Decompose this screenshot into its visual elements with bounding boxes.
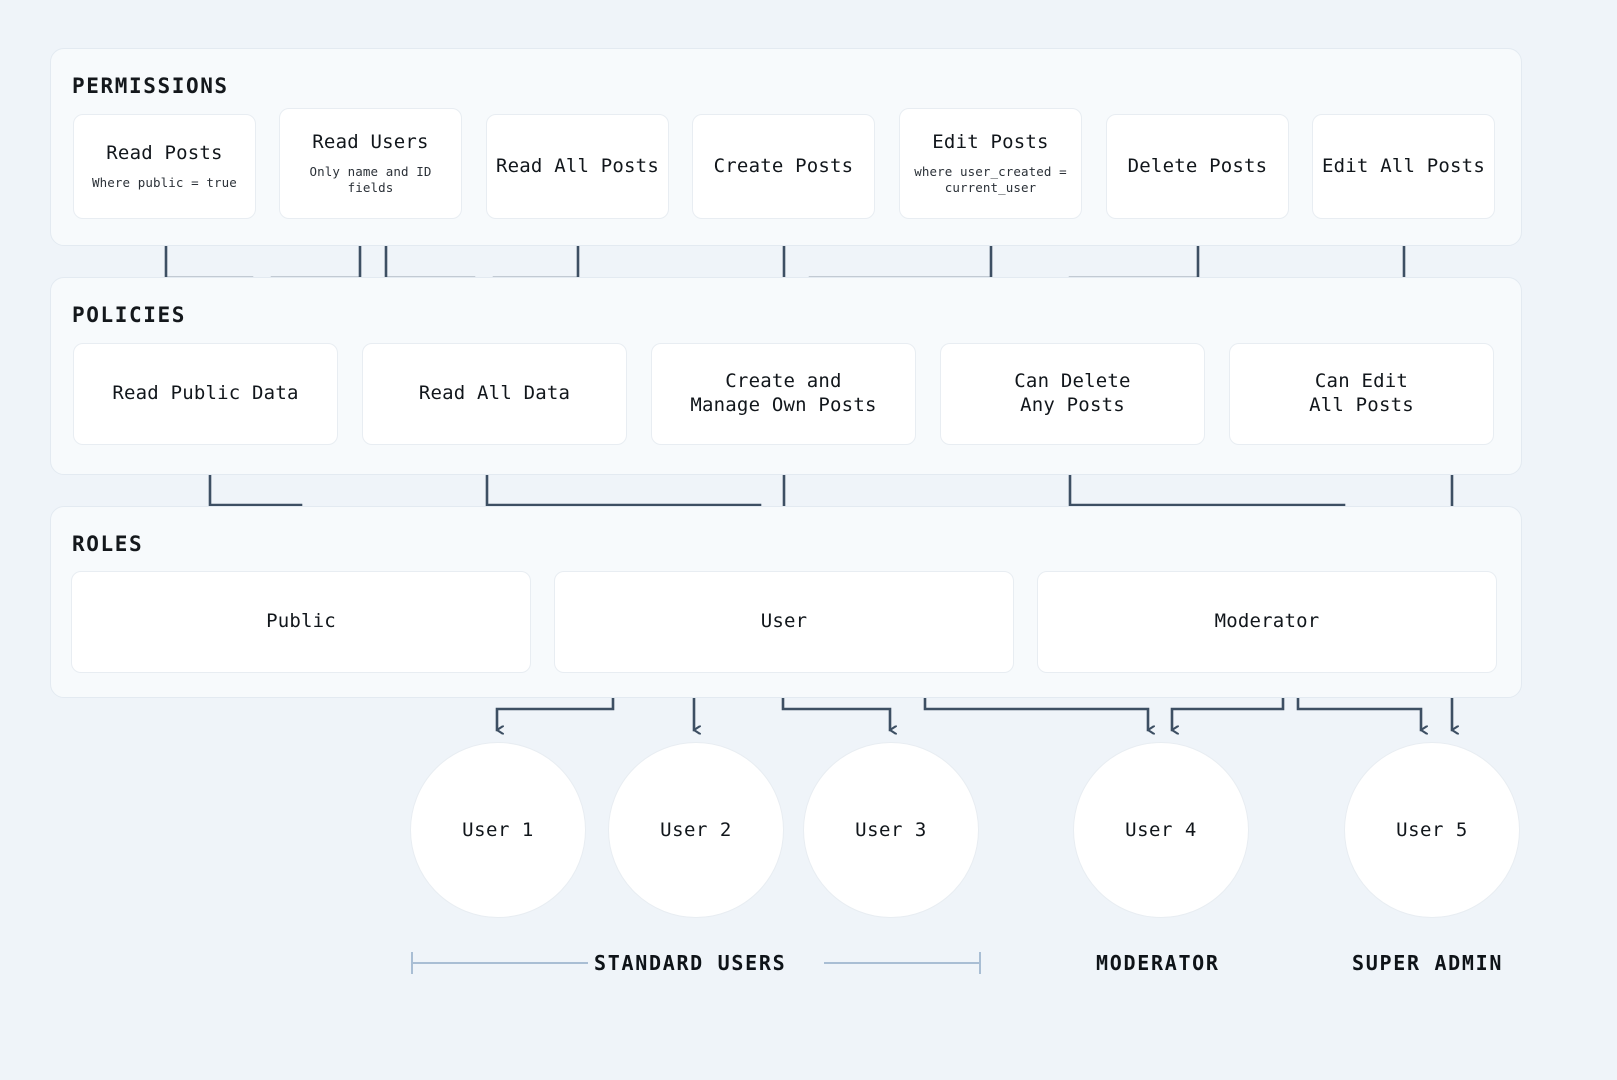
section-title-policies: POLICIES bbox=[72, 303, 186, 327]
permission-title: Edit All Posts bbox=[1322, 154, 1485, 177]
role-title: User bbox=[760, 610, 808, 633]
permission-card-read-users[interactable]: Read Users Only name and ID fields bbox=[279, 108, 462, 219]
policy-card-can-delete-any-posts[interactable]: Can Delete Any Posts bbox=[940, 343, 1205, 445]
policy-title: Read All Data bbox=[418, 382, 571, 405]
policy-card-read-public-data[interactable]: Read Public Data bbox=[73, 343, 338, 445]
permission-subtitle: Where public = true bbox=[92, 174, 237, 190]
section-title-roles: ROLES bbox=[72, 532, 144, 556]
user-node-3[interactable]: User 3 bbox=[803, 742, 979, 918]
permission-title: Read All Posts bbox=[496, 154, 659, 177]
permission-title: Read Posts bbox=[106, 142, 223, 164]
user-node-4[interactable]: User 4 bbox=[1073, 742, 1249, 918]
permission-card-edit-all-posts[interactable]: Edit All Posts bbox=[1312, 114, 1495, 219]
role-title: Public bbox=[266, 610, 336, 633]
permission-title: Edit Posts bbox=[932, 130, 1049, 153]
policy-title: Read Public Data bbox=[112, 382, 299, 405]
permission-subtitle: Only name and ID fields bbox=[309, 163, 432, 195]
policy-title: Can Edit All Posts bbox=[1309, 370, 1414, 416]
policy-card-create-manage-own-posts[interactable]: Create and Manage Own Posts bbox=[651, 343, 916, 445]
policy-title: Can Delete Any Posts bbox=[1014, 370, 1131, 416]
role-card-user[interactable]: User bbox=[554, 571, 1014, 673]
permission-card-read-posts[interactable]: Read Posts Where public = true bbox=[73, 114, 256, 219]
permission-title: Read Users bbox=[312, 130, 429, 153]
user-node-5[interactable]: User 5 bbox=[1344, 742, 1520, 918]
role-card-moderator[interactable]: Moderator bbox=[1037, 571, 1497, 673]
group-label-super-admin: SUPER ADMIN bbox=[1352, 951, 1504, 975]
section-title-permissions: PERMISSIONS bbox=[72, 74, 229, 98]
permission-subtitle: where user_created = current_user bbox=[914, 163, 1067, 195]
role-title: Moderator bbox=[1214, 610, 1320, 633]
permission-card-delete-posts[interactable]: Delete Posts bbox=[1106, 114, 1289, 219]
permission-card-read-all-posts[interactable]: Read All Posts bbox=[486, 114, 669, 219]
permission-card-edit-posts[interactable]: Edit Posts where user_created = current_… bbox=[899, 108, 1082, 219]
policy-title: Create and Manage Own Posts bbox=[690, 370, 877, 416]
policy-card-can-edit-all-posts[interactable]: Can Edit All Posts bbox=[1229, 343, 1494, 445]
permission-title: Create Posts bbox=[713, 154, 854, 177]
policy-card-read-all-data[interactable]: Read All Data bbox=[362, 343, 627, 445]
permission-title: Delete Posts bbox=[1127, 154, 1268, 177]
permission-card-create-posts[interactable]: Create Posts bbox=[692, 114, 875, 219]
group-label-moderator: MODERATOR bbox=[1096, 951, 1220, 975]
user-node-1[interactable]: User 1 bbox=[410, 742, 586, 918]
group-label-standard-users: STANDARD USERS bbox=[594, 951, 787, 975]
user-node-2[interactable]: User 2 bbox=[608, 742, 784, 918]
role-card-public[interactable]: Public bbox=[71, 571, 531, 673]
